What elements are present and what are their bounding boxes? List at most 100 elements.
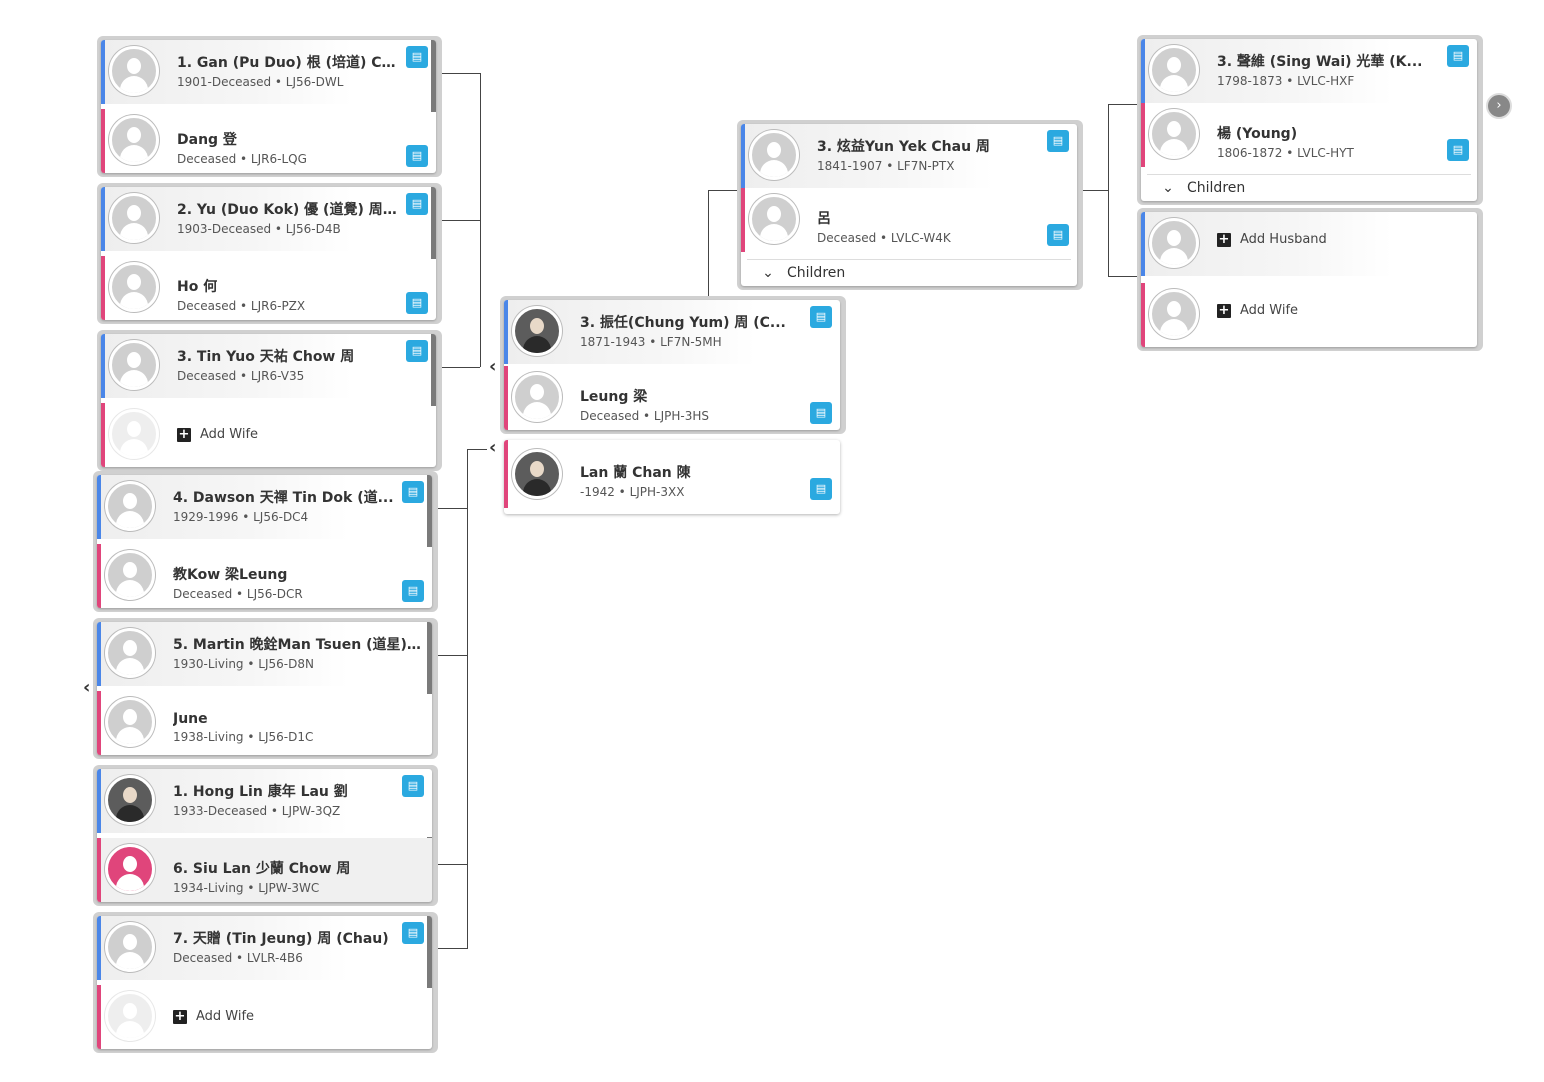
second-wife-card[interactable]: Lan 蘭 Chan 陳-1942 • LJPH-3XX ▤: [500, 438, 846, 516]
child-couple[interactable]: 2. Yu (Duo Kok) 優 (道覺) 周 ... 1903-Decease…: [97, 183, 442, 324]
chevron-left-icon[interactable]: ‹: [83, 677, 91, 698]
person-card[interactable]: Lan 蘭 Chan 陳-1942 • LJPH-3XX ▤: [504, 440, 840, 508]
record-hint-icon[interactable]: ▤: [810, 306, 832, 328]
person-name[interactable]: June: [173, 711, 208, 727]
person-card[interactable]: 楊 (Young) 1806-1872 • LVLC-HYT ▤: [1141, 103, 1477, 167]
add-wife-slot[interactable]: +Add Wife: [101, 403, 436, 467]
child-couple[interactable]: 4. Dawson 天禪 Tin Dok (道...1929-1996 • LJ…: [93, 471, 438, 612]
person-name[interactable]: 1. Hong Lin 康年 Lau 劉: [173, 784, 348, 800]
record-hint-icon[interactable]: ▤: [402, 922, 424, 944]
person-name[interactable]: 7. 天贈 (Tin Jeung) 周 (Chau): [173, 931, 389, 947]
add-wife-label: Add Wife: [1240, 303, 1299, 318]
male-indicator: [97, 622, 101, 686]
person-card[interactable]: 4. Dawson 天禪 Tin Dok (道...1929-1996 • LJ…: [97, 475, 432, 539]
person-name[interactable]: 楊 (Young): [1217, 126, 1298, 142]
add-parents-couple[interactable]: + Add Husband +Add Wife: [1137, 208, 1483, 351]
record-hint-icon[interactable]: ▤: [1447, 139, 1469, 161]
person-card[interactable]: 5. Martin 晚銓Man Tsuen (道星) D... 1930-Livi…: [97, 622, 432, 686]
record-hint-icon[interactable]: ▤: [1447, 45, 1469, 67]
male-indicator: [97, 475, 101, 539]
record-hint-icon[interactable]: ▤: [406, 145, 428, 167]
person-name[interactable]: 呂: [817, 211, 831, 227]
record-hint-icon[interactable]: ▤: [402, 580, 424, 602]
record-hint-icon[interactable]: ▤: [810, 402, 832, 424]
person-card[interactable]: 2. Yu (Duo Kok) 優 (道覺) 周 ... 1903-Decease…: [101, 187, 436, 251]
plus-icon: +: [1217, 231, 1231, 247]
person-name[interactable]: 3. 炫益Yun Yek Chau 周: [817, 139, 990, 155]
add-wife-button[interactable]: +Add Wife: [1217, 303, 1298, 318]
person-name[interactable]: 4. Dawson 天禪 Tin Dok (道...: [173, 490, 394, 506]
person-name[interactable]: 3. 振任(Chung Yum) 周 (C...: [580, 315, 786, 331]
person-name[interactable]: 2. Yu (Duo Kok) 優 (道覺) 周 ...: [177, 202, 400, 218]
child-couple[interactable]: 5. Martin 晚銓Man Tsuen (道星) D... 1930-Livi…: [93, 618, 438, 759]
person-card[interactable]: Dang 登 Deceased • LJR6-LQG ▤: [101, 109, 436, 173]
chevron-right-icon[interactable]: ›: [1486, 93, 1512, 119]
chevron-left-icon[interactable]: ‹: [489, 437, 497, 458]
person-details: 1903-Deceased • LJ56-D4B: [177, 222, 341, 236]
person-details: 1930-Living • LJ56-D8N: [173, 657, 314, 671]
person-name[interactable]: 3. Tin Yuo 天祐 Chow 周: [177, 349, 355, 365]
child-couple[interactable]: 1. Gan (Pu Duo) 根 (培道) Cho...1901-Deceas…: [97, 36, 442, 177]
record-hint-icon[interactable]: ▤: [810, 478, 832, 500]
person-name[interactable]: 5. Martin 晚銓Man Tsuen (道星) D...: [173, 637, 424, 653]
child-couple[interactable]: 7. 天贈 (Tin Jeung) 周 (Chau)Deceased • LVL…: [93, 912, 438, 1053]
chevron-left-icon[interactable]: ‹: [489, 356, 497, 377]
person-card[interactable]: 3. 振任(Chung Yum) 周 (C...1871-1943 • LF7N…: [504, 300, 840, 364]
children-toggle[interactable]: ⌄Children: [747, 259, 1071, 286]
add-husband-button[interactable]: + Add Husband: [1217, 232, 1327, 247]
add-wife-slot[interactable]: +Add Wife: [97, 985, 432, 1049]
person-card[interactable]: 1. Gan (Pu Duo) 根 (培道) Cho...1901-Deceas…: [101, 40, 436, 104]
add-husband-label: Add Husband: [1240, 232, 1327, 247]
connector: [436, 655, 467, 656]
record-hint-icon[interactable]: ▤: [406, 292, 428, 314]
add-wife-label: Add Wife: [200, 427, 259, 442]
add-wife-button[interactable]: +Add Wife: [177, 427, 258, 442]
avatar: [109, 46, 159, 96]
person-details: Deceased • LJR6-LQG: [177, 152, 307, 166]
person-card[interactable]: 7. 天贈 (Tin Jeung) 周 (Chau)Deceased • LVL…: [97, 916, 432, 980]
record-hint-icon[interactable]: ▤: [406, 340, 428, 362]
add-wife-button[interactable]: +Add Wife: [173, 1009, 254, 1024]
person-name[interactable]: Leung 梁: [580, 389, 648, 405]
person-name[interactable]: 3. 聲維 (Sing Wai) 光華 (K...: [1217, 54, 1423, 70]
plus-icon: +: [173, 1008, 187, 1024]
avatar: [105, 550, 155, 600]
children-toggle[interactable]: ⌄Children: [1147, 174, 1471, 201]
avatar: [109, 115, 159, 165]
person-name[interactable]: 教Kow 梁Leung: [173, 567, 288, 583]
avatar: [1149, 289, 1199, 339]
connector: [436, 508, 467, 509]
focus-couple[interactable]: 3. 振任(Chung Yum) 周 (C...1871-1943 • LF7N…: [500, 296, 846, 434]
person-name[interactable]: Dang 登: [177, 132, 237, 148]
add-wife-slot[interactable]: +Add Wife: [1141, 283, 1477, 347]
person-name[interactable]: Ho 何: [177, 279, 218, 295]
record-hint-icon[interactable]: ▤: [406, 193, 428, 215]
record-hint-icon[interactable]: ▤: [402, 775, 424, 797]
female-indicator: [1141, 283, 1145, 347]
person-details: 1806-1872 • LVLC-HYT: [1217, 146, 1354, 160]
person-name[interactable]: 1. Gan (Pu Duo) 根 (培道) Cho...: [177, 55, 400, 71]
person-name[interactable]: Lan 蘭 Chan 陳: [580, 465, 691, 481]
avatar: [1149, 218, 1199, 268]
male-indicator: [101, 334, 105, 398]
record-hint-icon[interactable]: ▤: [1047, 224, 1069, 246]
person-card[interactable]: 3. 聲維 (Sing Wai) 光華 (K...1798-1873 • LVL…: [1141, 39, 1477, 103]
person-name[interactable]: 6. Siu Lan 少蘭 Chow 周: [173, 861, 351, 877]
add-husband-slot[interactable]: + Add Husband: [1141, 212, 1477, 276]
record-hint-icon[interactable]: ▤: [1047, 130, 1069, 152]
record-hint-icon[interactable]: ▤: [406, 46, 428, 68]
grandparents-couple[interactable]: 3. 聲維 (Sing Wai) 光華 (K...1798-1873 • LVL…: [1137, 35, 1483, 205]
record-hint-icon[interactable]: ▤: [402, 481, 424, 503]
